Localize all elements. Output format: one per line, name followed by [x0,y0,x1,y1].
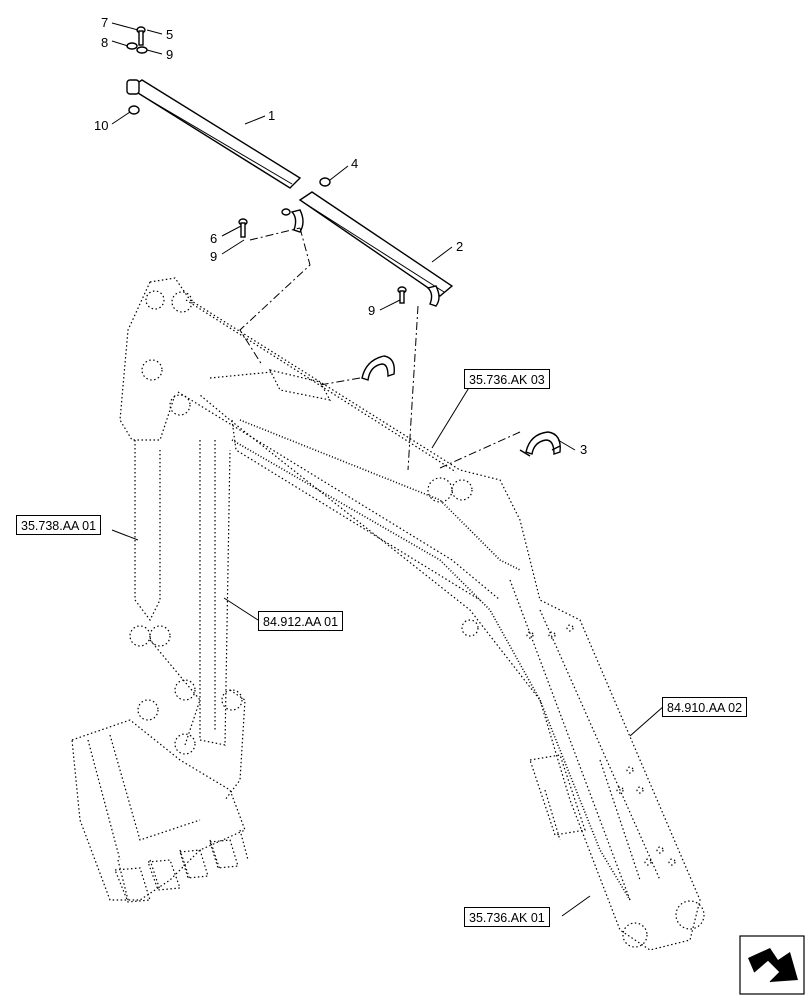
callout-4: 4 [351,156,358,171]
boom-hose-upper [239,419,521,571]
callout-1: 1 [268,108,275,123]
callout-3: 3 [580,442,587,457]
direction-arrow-icon [739,935,805,995]
callout-10: 10 [94,118,108,133]
callout-9-top: 9 [166,47,173,62]
ref-35-738-aa-01[interactable]: 35.738.AA 01 [16,515,102,535]
callout-6: 6 [210,231,217,246]
hardware-group-6 [238,208,407,304]
ref-35-736-ak-03[interactable]: 35.736.AK 03 [464,369,550,389]
part-2-bar [290,191,454,307]
hardware-group-top [126,26,148,115]
part-3-clamp [519,431,561,457]
part-4-pin [319,177,331,187]
callout-9-mid: 9 [210,249,217,264]
part-1-bar [126,79,302,189]
leader-lines [111,22,665,917]
callout-7: 7 [101,15,108,30]
boom-hose [231,439,631,901]
arm-outline [129,440,246,801]
ref-35-736-ak-01[interactable]: 35.736.AK 01 [464,907,550,927]
boom-outline [119,277,705,951]
assembly-lines [239,227,521,471]
callout-2: 2 [456,239,463,254]
bucket-outline [71,719,249,903]
callout-9-lower: 9 [368,303,375,318]
clamp-second [361,355,395,381]
ref-84-910-aa-02[interactable]: 84.910.AA 02 [662,697,748,717]
ref-84-912-aa-01[interactable]: 84.912.AA 01 [258,611,344,631]
callout-8: 8 [101,35,108,50]
callout-5: 5 [166,27,173,42]
